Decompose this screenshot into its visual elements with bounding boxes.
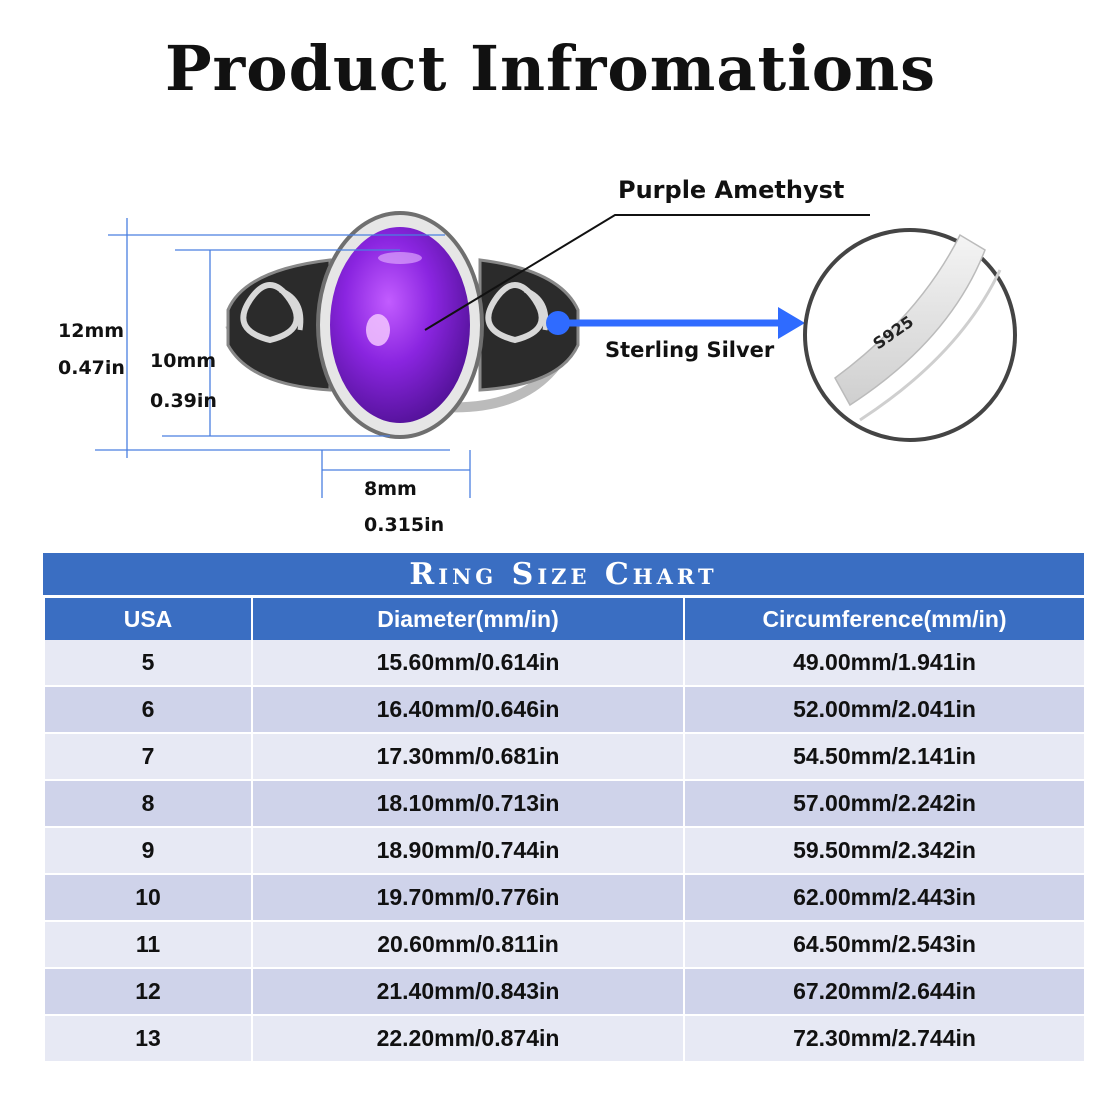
size-usa: 10 [43,874,253,922]
size-usa: 7 [43,733,253,781]
size-usa: 12 [43,968,253,1016]
stone-leader-line [424,214,870,331]
table-row: 8 18.10mm/0.713in 57.00mm/2.242in [43,780,1086,828]
metal-callout: Sterling Silver [605,338,775,362]
stone-width-in: 0.315in [364,514,445,536]
page-title: Product Infromations [164,32,937,105]
table-row: 7 17.30mm/0.681in 54.50mm/2.141in [43,733,1086,781]
column-header-circumference: Circumference(mm/in) [683,598,1086,640]
size-diameter: 15.60mm/0.614in [251,640,685,687]
table-row: 13 22.20mm/0.874in 72.30mm/2.744in [43,1015,1086,1063]
table-row: 11 20.60mm/0.811in 64.50mm/2.543in [43,921,1086,969]
ring-height-in: 0.47in [58,357,125,379]
table-row: 5 15.60mm/0.614in 49.00mm/1.941in [43,640,1086,687]
stone-width-mm: 8mm [364,478,417,500]
size-diameter: 19.70mm/0.776in [251,874,685,922]
size-circumference: 67.20mm/2.644in [683,968,1086,1016]
column-header-usa: USA [43,598,253,640]
size-usa: 13 [43,1015,253,1063]
ring-illustration: S925 [95,211,1017,498]
stone-height-mm: 10mm [150,350,217,372]
size-table: USA Diameter(mm/in) Circumference(mm/in)… [43,598,1086,1063]
table-row: 10 19.70mm/0.776in 62.00mm/2.443in [43,874,1086,922]
size-chart-title: Ring Size Chart [43,553,1084,598]
size-circumference: 59.50mm/2.342in [683,827,1086,875]
size-usa: 6 [43,686,253,734]
size-circumference: 57.00mm/2.242in [683,780,1086,828]
amethyst-stone [330,227,470,423]
table-row: 12 21.40mm/0.843in 67.20mm/2.644in [43,968,1086,1016]
table-row: 6 16.40mm/0.646in 52.00mm/2.041in [43,686,1086,734]
size-usa: 11 [43,921,253,969]
dimension-lines [95,218,471,498]
ring-height-mm: 12mm [58,320,125,342]
size-diameter: 20.60mm/0.811in [251,921,685,969]
size-usa: 8 [43,780,253,828]
size-usa: 9 [43,827,253,875]
size-circumference: 49.00mm/1.941in [683,640,1086,687]
size-diameter: 22.20mm/0.874in [251,1015,685,1063]
size-circumference: 54.50mm/2.141in [683,733,1086,781]
size-circumference: 62.00mm/2.443in [683,874,1086,922]
column-header-diameter: Diameter(mm/in) [251,598,685,640]
stone-callout: Purple Amethyst [618,176,845,204]
size-circumference: 52.00mm/2.041in [683,686,1086,734]
arrow-head [778,307,805,339]
size-diameter: 17.30mm/0.681in [251,733,685,781]
size-diameter: 18.90mm/0.744in [251,827,685,875]
size-circumference: 72.30mm/2.744in [683,1015,1086,1063]
size-diameter: 16.40mm/0.646in [251,686,685,734]
stone-height-in: 0.39in [150,390,217,412]
size-diameter: 21.40mm/0.843in [251,968,685,1016]
table-row: 9 18.90mm/0.744in 59.50mm/2.342in [43,827,1086,875]
size-circumference: 64.50mm/2.543in [683,921,1086,969]
size-diameter: 18.10mm/0.713in [251,780,685,828]
product-diagram: S925 12mm 0.47in 10mm 0.39in 8mm 0.315in… [0,150,1101,550]
table-header-row: USA Diameter(mm/in) Circumference(mm/in) [43,598,1086,640]
ring-size-chart: Ring Size Chart USA Diameter(mm/in) Circ… [43,553,1086,1063]
size-usa: 5 [43,640,253,687]
